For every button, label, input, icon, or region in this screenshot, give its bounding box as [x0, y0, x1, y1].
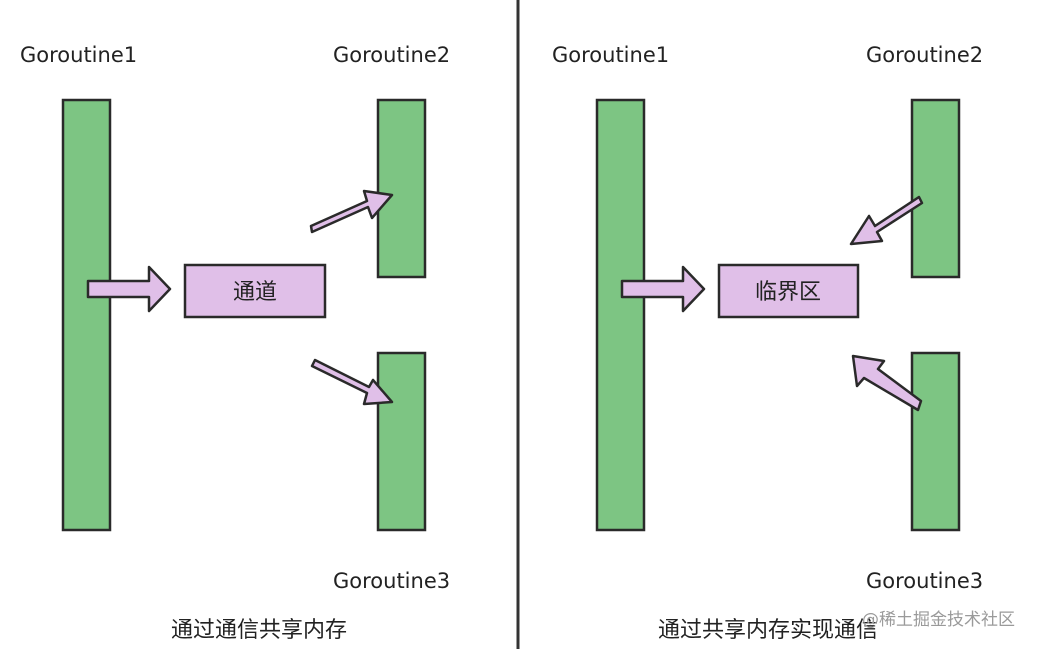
left-goroutine3-bar — [376, 351, 427, 532]
left-panel: Goroutine1 Goroutine2 通道 Goroutine3 通过通信… — [20, 43, 450, 643]
left-goroutine1-label: Goroutine1 — [20, 43, 137, 67]
left-send-arrow — [86, 265, 172, 313]
left-to-goroutine3-arrow — [310, 358, 394, 406]
left-goroutine2-label: Goroutine2 — [333, 43, 450, 67]
right-goroutine2-label: Goroutine2 — [866, 43, 983, 67]
left-goroutine3-label: Goroutine3 — [333, 569, 450, 593]
right-access-arrow — [620, 265, 706, 313]
goroutine2-to-critical-arrow — [849, 195, 924, 246]
critical-section-box — [717, 263, 860, 319]
channel-box-label: 通道 — [233, 280, 277, 305]
critical-section-box-label: 临界区 — [755, 280, 821, 305]
right-goroutine1-bar — [595, 98, 646, 532]
left-caption: 通过通信共享内存 — [171, 618, 347, 643]
right-goroutine3-label: Goroutine3 — [866, 569, 983, 593]
right-goroutine3-bar — [910, 351, 961, 532]
right-goroutine1-label: Goroutine1 — [552, 43, 669, 67]
right-caption: 通过共享内存实现通信 — [658, 618, 878, 643]
left-goroutine2-bar — [376, 98, 427, 279]
left-goroutine1-bar — [61, 98, 112, 532]
goroutine3-to-critical-arrow — [851, 354, 923, 412]
right-goroutine2-bar — [910, 98, 961, 279]
channel-box — [183, 263, 327, 319]
left-to-goroutine2-arrow — [309, 189, 394, 234]
watermark: @稀土掘金技术社区 — [862, 610, 1015, 630]
right-panel: Goroutine1 Goroutine2 临界区 Goroutine3 通过共… — [552, 43, 983, 643]
